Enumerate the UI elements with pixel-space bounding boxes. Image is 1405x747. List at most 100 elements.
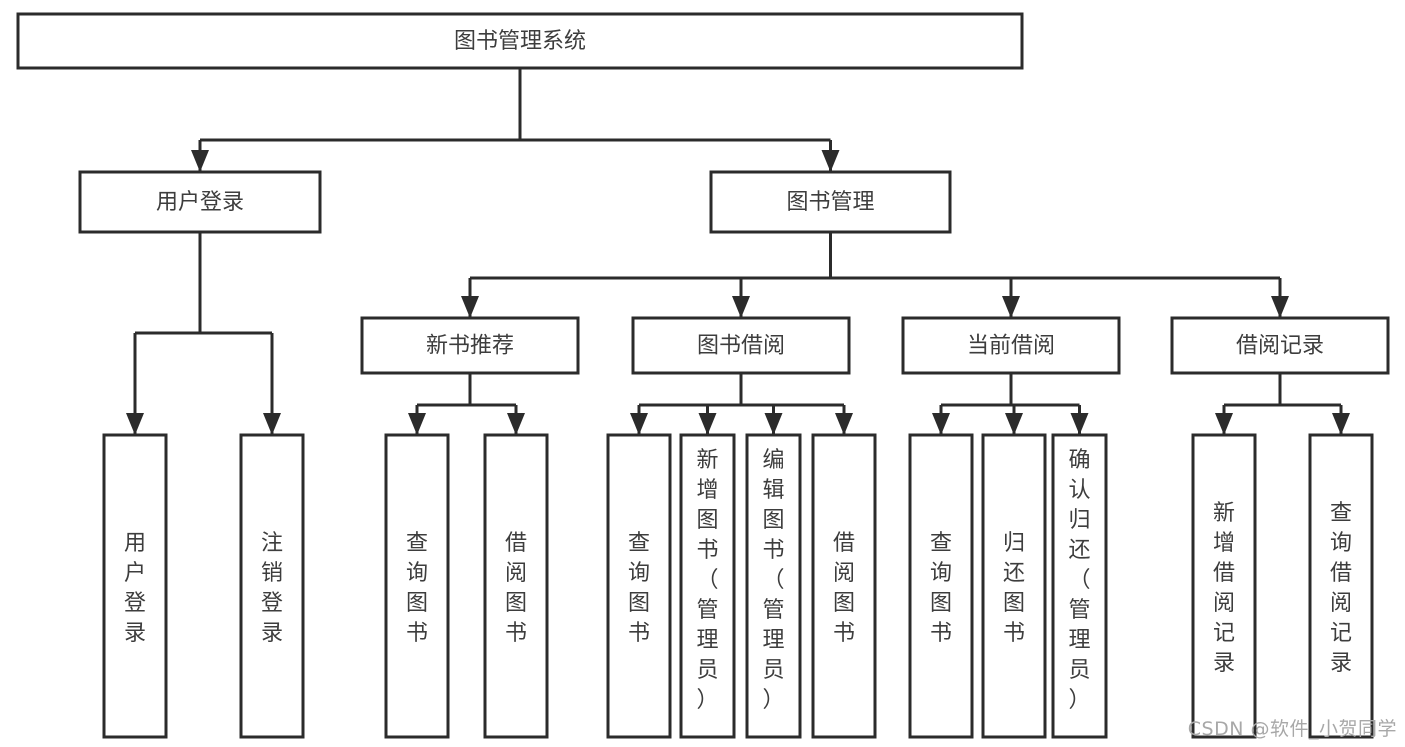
node-box <box>384 433 450 739</box>
node-leaf-borrow-book-2[interactable]: 借阅图书借阅图书 <box>811 433 877 739</box>
connector-layer <box>126 68 1350 435</box>
node-box <box>709 170 952 234</box>
node-label-char: 归 <box>1003 531 1025 556</box>
node-label-char: 增 <box>696 478 718 503</box>
arrow-head-icon <box>461 296 479 318</box>
node-label-char: 新 <box>1213 501 1235 526</box>
node-box <box>631 316 851 375</box>
node-label-char: 归 <box>1068 508 1090 533</box>
node-label: 新书推荐 <box>426 334 514 359</box>
node-leaf-return-book[interactable]: 归还图书归还图书 <box>981 433 1047 739</box>
node-label-char: 图 <box>1003 591 1025 616</box>
arrow-head-icon <box>408 413 426 435</box>
node-label-char: 询 <box>930 561 952 586</box>
node-box <box>16 12 1024 70</box>
node-label-char: 录 <box>1213 651 1235 676</box>
node-label-char: 记 <box>1330 621 1352 646</box>
arrow-head-icon <box>932 413 950 435</box>
node-label-char: 理 <box>762 628 784 653</box>
node-label-char: 认 <box>1068 478 1090 503</box>
arrow-head-icon <box>732 296 750 318</box>
node-label-char: ） <box>696 688 718 713</box>
node-label-char: 登 <box>124 591 146 616</box>
node-label-char: 员 <box>696 658 718 683</box>
node-label-char: 还 <box>1068 538 1090 563</box>
node-label: 图书管理系统 <box>454 29 586 54</box>
node-label-char: （ <box>762 568 784 593</box>
node-label-char: 员 <box>1068 658 1090 683</box>
node-label-char: 阅 <box>1330 591 1352 616</box>
node-label-char: 注 <box>261 531 283 556</box>
arrow-head-icon <box>698 413 717 435</box>
node-label-char: 查 <box>406 531 428 556</box>
node-box <box>1308 433 1374 739</box>
node-label-char: 图 <box>762 508 784 533</box>
node-label-char: 书 <box>762 538 784 563</box>
arrow-head-icon <box>764 413 783 435</box>
arrow-head-icon <box>1070 413 1089 435</box>
node-label-char: 录 <box>124 621 146 646</box>
node-label-char: 登 <box>261 591 283 616</box>
node-root-library-system[interactable]: 图书管理系统 <box>16 12 1024 70</box>
node-label-char: 图 <box>833 591 855 616</box>
arrow-head-icon <box>1271 296 1289 318</box>
node-label-char: 录 <box>1330 651 1352 676</box>
node-leaf-logout[interactable]: 注销登录注销登录 <box>239 433 305 739</box>
node-label-char: 查 <box>628 531 650 556</box>
node-label-char: 书 <box>833 621 855 646</box>
arrow-head-icon <box>507 413 525 435</box>
node-label-char: 图 <box>930 591 952 616</box>
node-label-char: 阅 <box>505 561 527 586</box>
node-label-char: 记 <box>1213 621 1235 646</box>
node-book-management[interactable]: 图书管理 <box>709 170 952 234</box>
node-label-char: 增 <box>1213 531 1235 556</box>
node-label-char: 图 <box>406 591 428 616</box>
node-label-char: 查 <box>1330 501 1352 526</box>
node-leaf-user-login[interactable]: 用户登录用户登录 <box>102 433 168 739</box>
node-label-char: 编 <box>762 448 784 473</box>
node-label: 借阅记录 <box>1236 334 1324 359</box>
node-label-char: 书 <box>628 621 650 646</box>
node-leaf-borrow-book-1[interactable]: 借阅图书借阅图书 <box>483 433 549 739</box>
node-user-login[interactable]: 用户登录 <box>78 170 322 234</box>
watermark-text: CSDN @软件_小贺同学 <box>1187 718 1397 740</box>
node-label-char: 借 <box>1213 561 1235 586</box>
node-box <box>483 433 549 739</box>
node-new-book-recommend[interactable]: 新书推荐 <box>360 316 580 375</box>
node-box <box>908 433 974 739</box>
node-borrow-record[interactable]: 借阅记录 <box>1170 316 1390 375</box>
node-label-char: 书 <box>930 621 952 646</box>
node-label-char: （ <box>696 568 718 593</box>
node-label-char: 员 <box>762 658 784 683</box>
node-label-char: 理 <box>1068 628 1090 653</box>
node-label-char: 借 <box>1330 561 1352 586</box>
node-label-char: 管 <box>762 598 784 623</box>
node-label-char: （ <box>1068 568 1090 593</box>
node-leaf-query-borrow-record[interactable]: 查询借阅记录查询借阅记录 <box>1308 433 1374 739</box>
node-box <box>679 433 736 739</box>
node-book-borrow[interactable]: 图书借阅 <box>631 316 851 375</box>
node-label-char: 书 <box>505 621 527 646</box>
node-leaf-query-book-3[interactable]: 查询图书查询图书 <box>908 433 974 739</box>
arrow-head-icon <box>1005 413 1023 435</box>
node-current-borrow[interactable]: 当前借阅 <box>901 316 1121 375</box>
node-label-char: 图 <box>696 508 718 533</box>
node-leaf-query-book-1[interactable]: 查询图书查询图书 <box>384 433 450 739</box>
node-label-char: 理 <box>696 628 718 653</box>
node-label: 图书借阅 <box>697 334 785 359</box>
node-label-char: 用 <box>124 531 146 556</box>
node-label-char: 询 <box>1330 531 1352 556</box>
arrow-head-icon <box>821 150 840 172</box>
node-leaf-add-borrow-record[interactable]: 新增借阅记录新增借阅记录 <box>1191 433 1257 739</box>
node-box <box>1051 433 1108 739</box>
node-box <box>901 316 1121 375</box>
node-leaf-query-book-2[interactable]: 查询图书查询图书 <box>606 433 672 739</box>
node-label-char: 阅 <box>833 561 855 586</box>
arrow-head-icon <box>191 150 209 172</box>
node-label-char: 阅 <box>1213 591 1235 616</box>
